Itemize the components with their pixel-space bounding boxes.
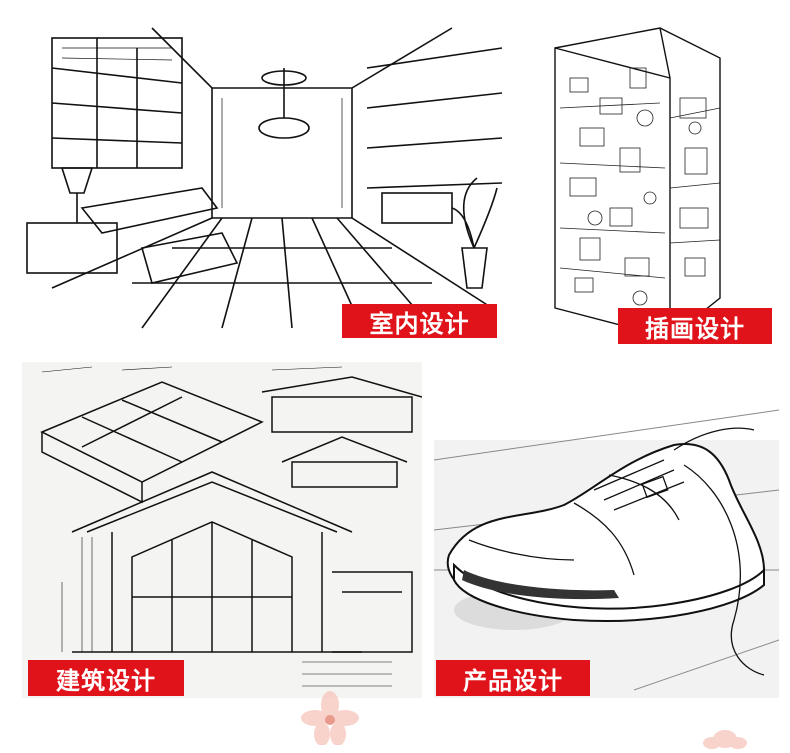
sneaker-sketch-icon — [434, 409, 779, 698]
architecture-house-sketch-icon — [40, 366, 422, 687]
interior-room-sketch-icon — [26, 27, 503, 329]
product-design-label: 产品设计 — [436, 660, 590, 696]
flower-petal-decoration-icon — [300, 690, 360, 746]
interior-design-label: 室内设计 — [342, 304, 497, 338]
illustrated-tower-sketch-icon — [554, 27, 721, 339]
product-design-panel: 产品设计 — [434, 370, 779, 698]
flower-petal-decoration-icon — [700, 725, 750, 749]
illustration-design-panel: 插画设计 — [520, 8, 775, 346]
illustration-design-label: 插画设计 — [618, 308, 772, 344]
architecture-design-panel: 建筑设计 — [22, 362, 422, 698]
architecture-design-label: 建筑设计 — [28, 660, 184, 696]
interior-design-panel: 室内设计 — [22, 8, 508, 338]
